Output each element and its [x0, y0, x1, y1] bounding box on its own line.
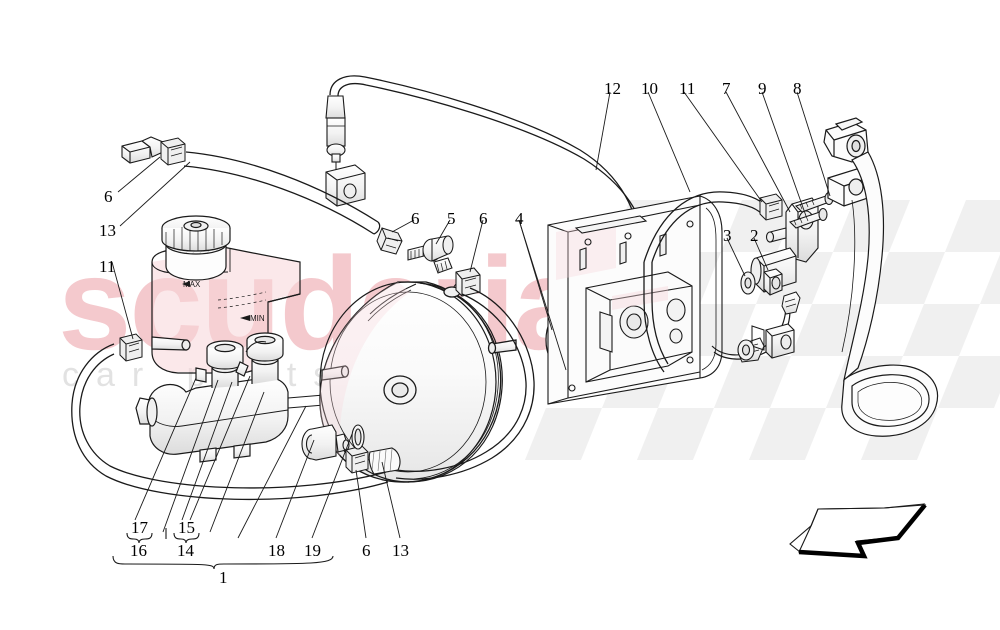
vacuum-valve-5-assembly	[407, 235, 481, 297]
callout-1-assembly: 1	[219, 568, 228, 587]
hose-clamp-6-mid-left	[376, 227, 403, 255]
hose-clamp-11-right	[759, 193, 783, 221]
callout-19-bottom: 19	[304, 541, 321, 560]
callout-17-bottom: 17	[131, 518, 148, 537]
booster-seal-ring-4	[545, 311, 593, 369]
hose-clamp-11	[119, 333, 143, 362]
reservoir-max-text: MAX	[183, 280, 201, 289]
callout-4-seal: 4	[515, 209, 524, 228]
callout-18-bottom: 18	[268, 541, 285, 560]
brake-master-cylinder	[135, 332, 357, 463]
callout-11-left: 11	[99, 257, 116, 276]
callout-15-bottom: 15	[178, 518, 195, 537]
brake-pedal-assembly	[823, 117, 938, 437]
callout-11-top: 11	[679, 79, 696, 98]
callout-6-mid-left: 6	[411, 209, 420, 228]
vacuum-actuator-assembly	[750, 191, 834, 293]
callout-8-top: 8	[793, 79, 802, 98]
vacuum-check-valve	[325, 95, 366, 207]
callout-12-top: 12	[604, 79, 621, 98]
callout-9-top: 9	[758, 79, 767, 98]
checkered-flag-watermark	[524, 200, 1000, 460]
line-fitting-upper	[781, 291, 801, 315]
callout-13-upper-left: 13	[99, 221, 116, 240]
callout-2-nut: 2	[750, 226, 759, 245]
callout-leader-lines	[111, 91, 831, 539]
servo-brake-booster	[319, 279, 517, 483]
callout-6-bottom: 6	[362, 541, 371, 560]
hose-clamp-6-upper-left	[160, 137, 186, 166]
line-fitting-lower	[737, 337, 765, 363]
hydraulic-line-lower-right	[711, 303, 791, 360]
hose-elbow-fitting-left	[121, 136, 173, 164]
callout-3-washer: 3	[723, 226, 732, 245]
callout-13-bottom: 13	[392, 541, 409, 560]
piston-and-seal-group	[301, 424, 365, 461]
washer-3	[740, 271, 756, 295]
callout-5-mid: 5	[447, 209, 456, 228]
watermark-tagline: car parts	[62, 356, 348, 394]
reservoir-feed-hose	[183, 151, 381, 235]
reservoir-return-hose-long	[71, 343, 389, 501]
callout-7-top: 7	[722, 79, 731, 98]
callout-16-bottom: 16	[130, 541, 147, 560]
callout-6-upper-left: 6	[104, 187, 113, 206]
watermark-brand: scuderia	[58, 230, 587, 377]
booster-shading	[319, 282, 410, 456]
callout-14-bottom: 14	[177, 541, 194, 560]
callout-6-mid-right: 6	[479, 209, 488, 228]
nut-2	[763, 268, 783, 296]
firewall-mounting-plate	[547, 195, 723, 405]
bracket-and-fastener-lower	[737, 323, 795, 361]
direction-arrow	[789, 503, 927, 559]
vacuum-hose-10	[643, 191, 767, 373]
vacuum-hose-long	[329, 75, 651, 263]
callout-10-top: 10	[641, 79, 658, 98]
brake-fluid-reservoir	[151, 215, 301, 383]
hose-end-13-bottom	[368, 447, 401, 475]
reservoir-min-text: MIN	[250, 314, 265, 323]
hose-clamp-6-bottom	[345, 445, 369, 474]
booster-vacuum-hose-lower	[395, 287, 535, 480]
